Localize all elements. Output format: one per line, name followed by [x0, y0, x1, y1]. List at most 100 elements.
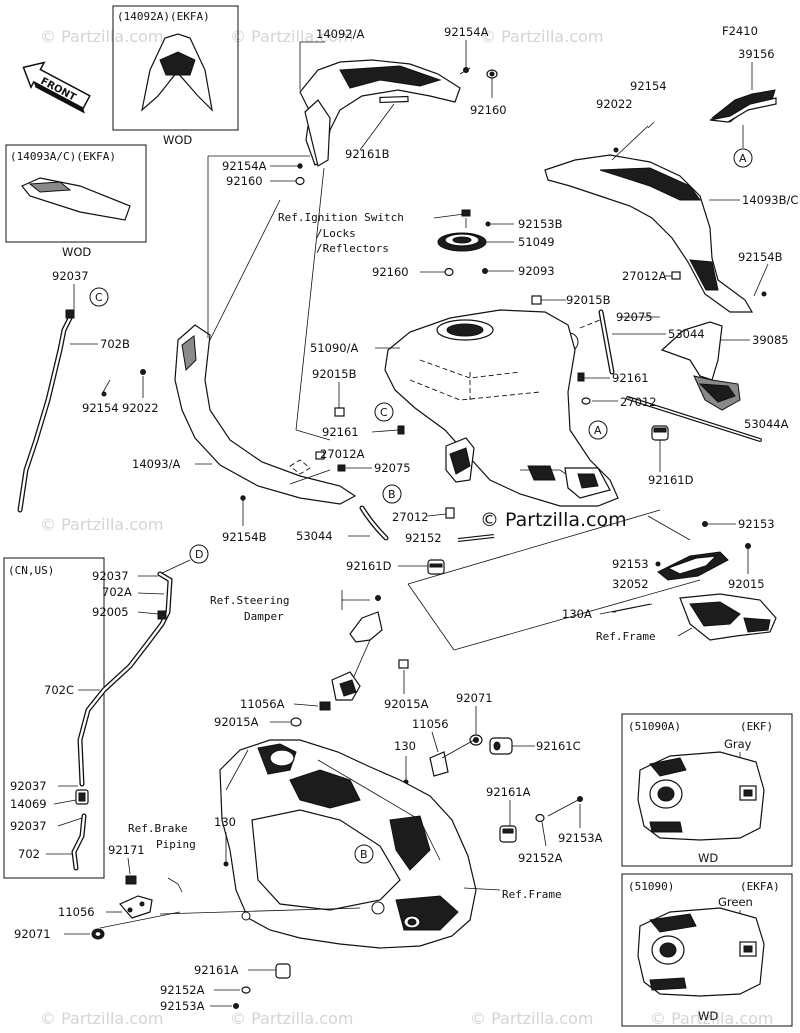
label-11056: 11056 [412, 717, 449, 731]
part-51090A-tank-cover [384, 309, 619, 507]
watermark: © Partzilla.com [40, 515, 163, 534]
grommet-92015A [398, 659, 409, 669]
mount-92161A [275, 963, 291, 979]
label-27012: 27012 [620, 395, 657, 409]
grommet-92015B [531, 295, 542, 305]
label-92160: 92160 [226, 174, 263, 188]
label-92152A: 92152A [160, 983, 205, 997]
hose-702A-702C [71, 571, 173, 871]
label-702B: 702B [100, 337, 130, 351]
label-92015A: 92015A [384, 697, 429, 711]
part-53044-strip [579, 309, 666, 375]
part-92161A-mount [499, 796, 583, 847]
label-92005: 92005 [92, 605, 129, 619]
label-92152A: 92152A [518, 851, 563, 865]
label-51049: 51049 [518, 235, 555, 249]
label-92022: 92022 [596, 97, 633, 111]
label-92154: 92154 [82, 401, 119, 415]
label-92161B: 92161B [345, 147, 390, 161]
variant-footer: WOD [62, 245, 91, 259]
variant-color: Green [718, 895, 753, 909]
callout-C-icon: C [89, 287, 109, 307]
watermark: © Partzilla.com [480, 27, 603, 46]
label-32052: 32052 [612, 577, 649, 591]
variant-footer: WD [698, 1009, 718, 1023]
label-92075: 92075 [616, 310, 653, 324]
grommet-92015B-left [334, 407, 345, 417]
grommet-92161-left [397, 425, 405, 435]
label-92015A: 92015A [214, 715, 259, 729]
label-53044: 53044 [296, 529, 333, 543]
label-11056A: 11056A [240, 697, 285, 711]
label-130: 130 [394, 739, 416, 753]
clip-27012A-left [315, 451, 325, 460]
label-92160: 92160 [470, 103, 507, 117]
part-14092A-cover [299, 41, 461, 167]
label-92161C: 92161C [536, 739, 581, 753]
variant-part: (51090) [628, 880, 674, 893]
label-92071: 92071 [14, 927, 51, 941]
label-14093A: 14093/A [132, 457, 180, 471]
ref-ignition-switch: Ref.Ignition Switch [278, 211, 404, 224]
label-92037: 92037 [92, 569, 129, 583]
part-53044A-strip [626, 396, 762, 442]
clip-27012-left [445, 507, 455, 519]
copyright-text: © Partzilla.com [480, 509, 627, 531]
label-39156: 39156 [738, 47, 775, 61]
label-92161: 92161 [322, 425, 359, 439]
variant-box-14093AC: (14093A/C)(EKFA) WOD [5, 144, 147, 259]
ref-piping: Piping [156, 838, 196, 851]
callout-C-icon: C [374, 402, 394, 422]
label-92154: 92154 [630, 79, 667, 93]
svg-text:C: C [95, 291, 103, 304]
label-14069: 14069 [10, 797, 47, 811]
watermark: © Partzilla.com [470, 1009, 593, 1028]
variant-code: (EKF) [740, 720, 773, 733]
part-51049-fuel-cap [420, 209, 514, 277]
variant-box-51090-ekfa: (51090) (EKFA) Green WD [621, 873, 793, 1027]
label-92161D: 92161D [648, 473, 694, 487]
label-92071: 92071 [456, 691, 493, 705]
part-39085-screen [660, 321, 750, 411]
clip-27012A [671, 271, 681, 280]
variant-box-14092A: (14092A)(EKFA) WOD [112, 5, 239, 147]
label-92161: 92161 [612, 371, 649, 385]
figure-code: F2410 [722, 24, 758, 38]
part-92161D-damper-top [651, 425, 669, 472]
label-92171: 92171 [108, 843, 145, 857]
grommet-92075-left [337, 464, 346, 472]
label-92015B: 92015B [566, 293, 611, 307]
part-92152-rod [457, 534, 495, 542]
ref-steering: Ref.Steering [210, 594, 289, 607]
callout-A-icon: A [733, 148, 753, 168]
part-39156-pad [709, 62, 777, 148]
label-92154A: 92154A [222, 159, 267, 173]
variant-part: (51090A) [628, 720, 681, 733]
label-92153: 92153 [612, 557, 649, 571]
label-92015B: 92015B [312, 367, 357, 381]
variant-footer: WOD [163, 133, 192, 147]
label-92161A: 92161A [194, 963, 239, 977]
ref-locks: /Locks [316, 227, 356, 240]
label-92093: 92093 [518, 264, 555, 278]
label-92153A: 92153A [558, 831, 603, 845]
label-702C: 702C [44, 683, 74, 697]
label-130: 130 [214, 815, 236, 829]
callout-D-icon: D [189, 544, 209, 564]
variant-header: (14092A)(EKFA) [117, 10, 210, 23]
callout-B-icon: B [354, 844, 374, 864]
label-11056: 11056 [58, 905, 95, 919]
label-92153A: 92153A [160, 999, 205, 1013]
label-702A: 702A [102, 585, 132, 599]
variant-footer: WD [698, 851, 718, 865]
label-27012A: 27012A [622, 269, 667, 283]
part-ref-frame-bracket [679, 593, 777, 641]
part-tank-lock-assembly [445, 437, 475, 483]
label-92154B: 92154B [738, 250, 783, 264]
part-53044-strip-left [359, 505, 389, 541]
label-92153B: 92153B [518, 217, 563, 231]
svg-text:C: C [380, 406, 388, 419]
svg-text:B: B [388, 488, 396, 501]
label-53044A: 53044A [744, 417, 789, 431]
